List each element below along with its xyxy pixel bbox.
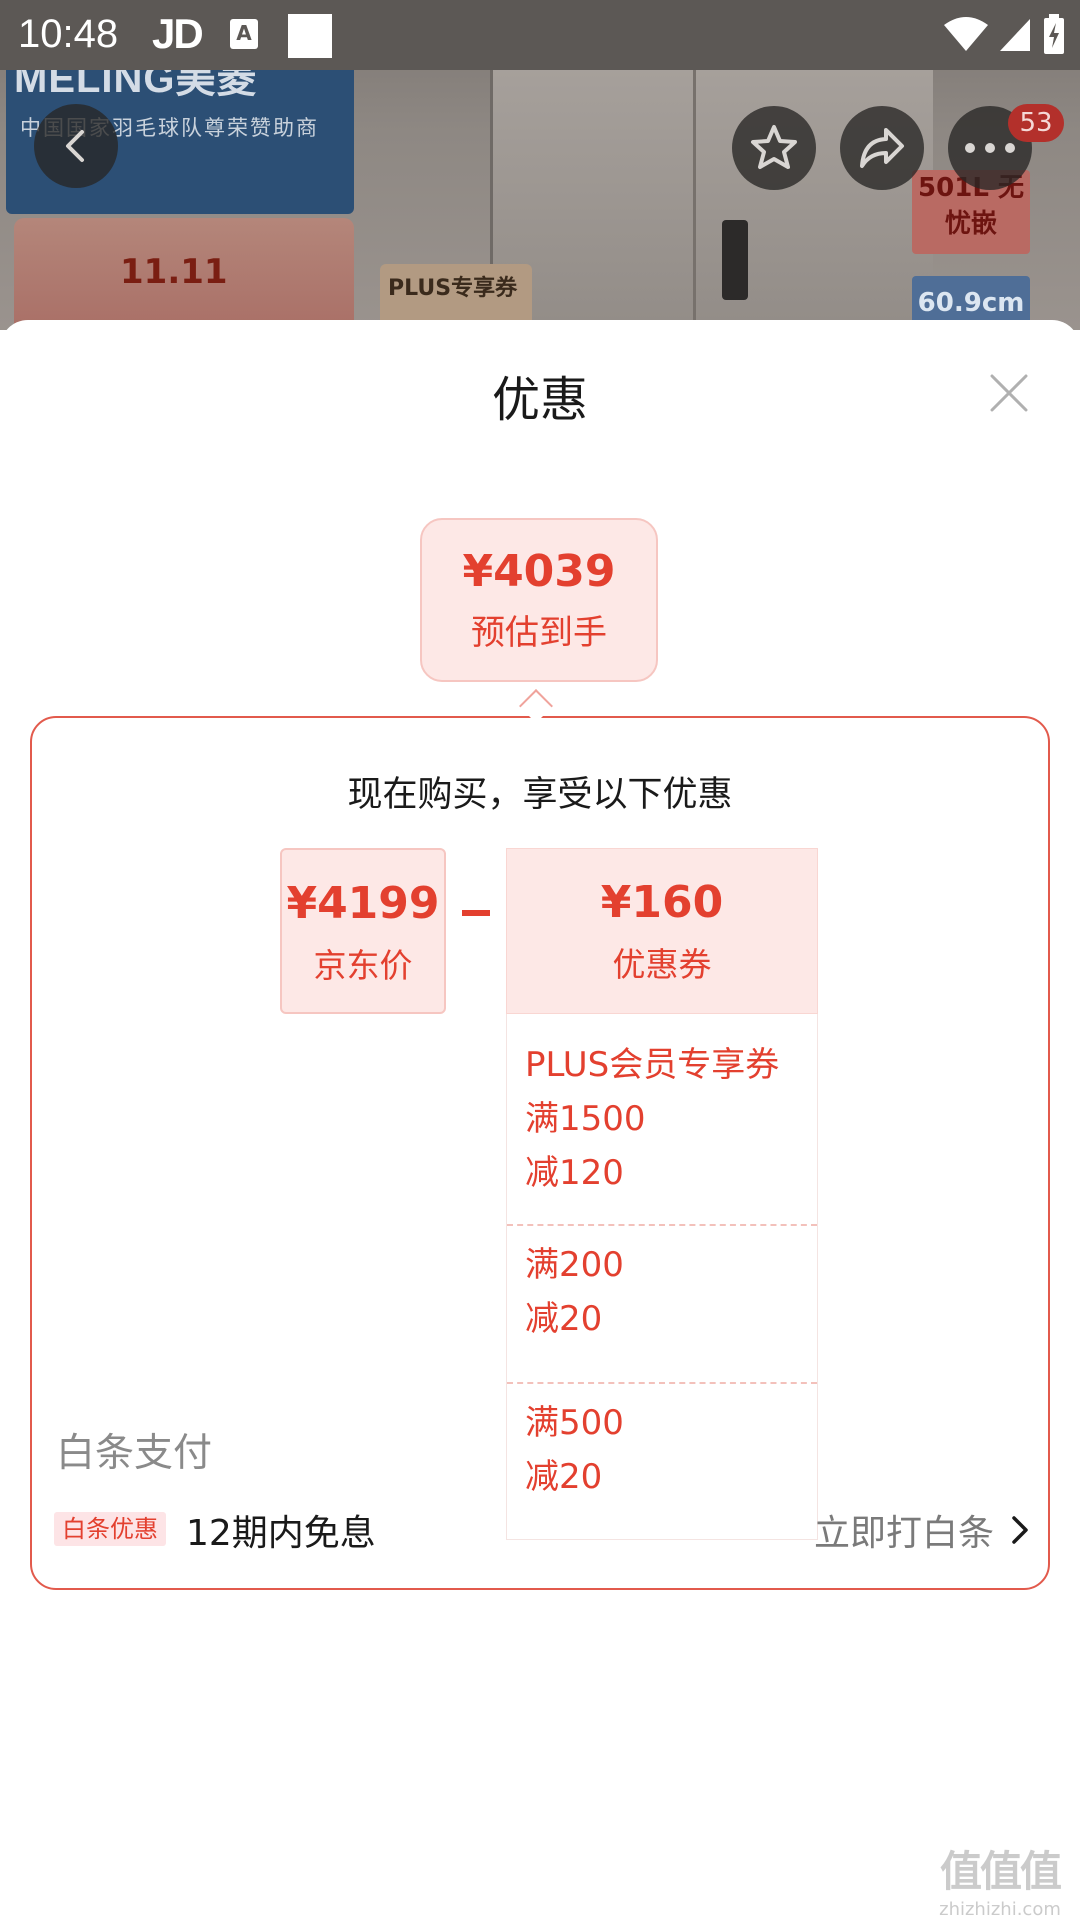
coupon-badge-label: PLUS专享券: [388, 276, 518, 301]
favorite-button[interactable]: [732, 106, 816, 190]
payment-section-title: 白条支付: [56, 1431, 213, 1476]
coupon-item-line: 减20: [525, 1299, 603, 1339]
discount-sheet: 优惠 ¥4039 预估到手 现在购买，享受以下优惠 ¥4199 京东价 ¥160…: [0, 320, 1080, 1920]
battery-charging-icon: [1044, 14, 1064, 54]
jd-notification-icon: JD: [152, 10, 204, 57]
fridge-image: [490, 55, 933, 330]
coupon-total-label: 优惠券: [612, 945, 712, 984]
watermark-url: zhizhizhi.com: [939, 1899, 1061, 1920]
estimated-price-label: 预估到手: [471, 613, 607, 653]
close-icon: [990, 374, 1028, 412]
baitiao-action-link[interactable]: 立即打白条: [814, 1513, 995, 1554]
baitiao-row[interactable]: 白条优惠 12期内免息 立即打白条: [0, 1500, 1080, 1560]
jd-price-label: 京东价: [313, 946, 413, 985]
chevron-left-icon: [66, 130, 84, 162]
promo-text: 11.11: [120, 252, 228, 292]
coupon-item-plus: PLUS会员专享券 满1500 减120: [507, 1014, 817, 1226]
watermark: 值值值 zhizhizhi.com: [930, 1838, 1070, 1920]
fridge-handle-image: [722, 220, 748, 300]
baitiao-tag: 白条优惠: [54, 1512, 166, 1546]
signal-icon: [1000, 19, 1030, 51]
wifi-icon: [944, 17, 988, 51]
promo-banner: [14, 218, 354, 330]
share-arrow-icon: [860, 128, 904, 168]
square-notification-icon: [288, 14, 332, 58]
width-tag: 60.9cm: [912, 276, 1030, 330]
coupon-total-value: ¥160: [600, 877, 724, 928]
more-dots-icon: [965, 143, 1015, 153]
a-notification-icon: A: [230, 19, 258, 49]
chevron-right-icon: [1012, 1516, 1028, 1544]
coupon-item-line: 减20: [525, 1457, 603, 1497]
message-count-badge: 53: [1008, 104, 1064, 142]
status-time: 10:48: [18, 12, 119, 56]
minus-sign: [462, 910, 490, 916]
coupon-list: PLUS会员专享券 满1500 减120 满200 减20 满500 减20: [506, 1014, 818, 1540]
coupon-badge: [380, 264, 532, 330]
coupon-item-line: 减120: [525, 1153, 624, 1193]
coupon-item-line: 满500: [525, 1403, 624, 1443]
back-button[interactable]: [34, 104, 118, 188]
baitiao-offer-text: 12期内免息: [186, 1513, 376, 1554]
share-button[interactable]: [840, 106, 924, 190]
coupon-item-line: 满1500: [525, 1099, 646, 1139]
estimated-price: ¥4039: [462, 546, 616, 597]
coupon-item-line: PLUS会员专享券: [525, 1045, 780, 1085]
coupon-item-500: 满500 减20: [507, 1384, 817, 1538]
star-icon: [751, 125, 797, 169]
status-bar: 10:48 JD A: [0, 0, 1080, 70]
coupon-item-200: 满200 减20: [507, 1226, 817, 1384]
jd-price-value: ¥4199: [286, 878, 440, 929]
status-icons: [944, 14, 1066, 54]
coupon-item-line: 满200: [525, 1245, 624, 1285]
estimated-price-box: ¥4039 预估到手: [420, 518, 658, 682]
watermark-logo: 值值值: [939, 1847, 1062, 1896]
sheet-title: 优惠: [491, 372, 588, 428]
jd-price-box: ¥4199 京东价: [280, 848, 446, 1014]
offer-heading: 现在购买，享受以下优惠: [347, 775, 733, 815]
coupon-total-box: ¥160 优惠券: [506, 848, 818, 1014]
close-button[interactable]: [986, 370, 1032, 416]
